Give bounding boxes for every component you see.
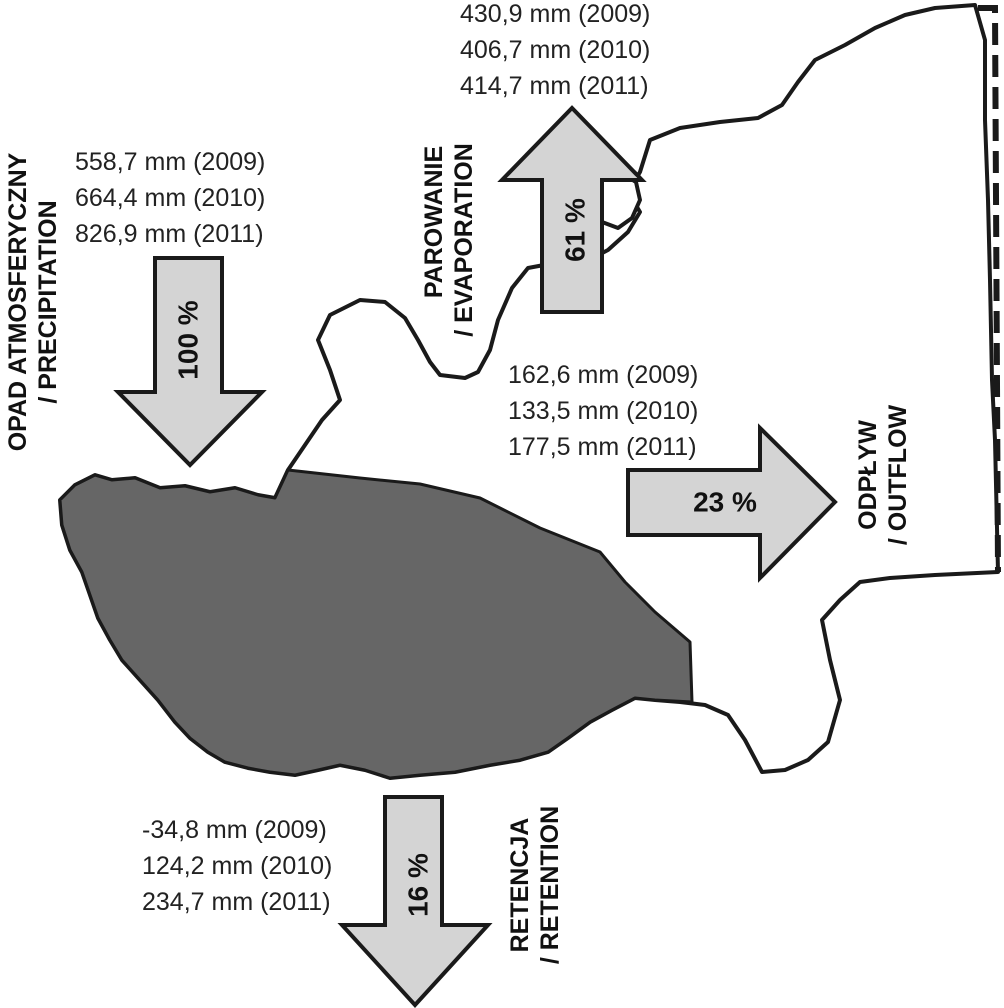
precipitation-value-2011: 826,9 mm (2011) [75,220,264,248]
outflow-boundary-dashed [978,5,1001,573]
outflow-arrow [626,423,838,583]
catchment-dark-area [58,468,694,780]
retention-arrow [337,795,493,1008]
precipitation-arrow [113,256,267,468]
evaporation-value-2010: 406,7 mm (2010) [460,36,650,64]
retention-label-line2: / RETENTION [536,806,564,964]
evaporation-arrow [497,105,647,314]
retention-value-2009: -34,8 mm (2009) [142,816,327,844]
evaporation-label-line1: PAROWANIE [420,146,448,298]
precipitation-value-2010: 664,4 mm (2010) [75,184,265,212]
evaporation-value-2011: 414,7 mm (2011) [460,72,649,100]
retention-value-2011: 234,7 mm (2011) [142,888,331,916]
outflow-value-2011: 177,5 mm (2011) [508,433,697,461]
outflow-value-2010: 133,5 mm (2010) [508,397,698,425]
retention-value-2010: 124,2 mm (2010) [142,852,332,880]
outflow-percent: 23 % [693,487,757,518]
precipitation-value-2009: 558,7 mm (2009) [75,148,265,176]
precipitation-label-line1: OPAD ATMOSFERYCZNY [4,152,32,451]
retention-label-line1: RETENCJA [506,818,534,953]
evaporation-percent: 61 % [560,198,591,262]
outflow-value-2009: 162,6 mm (2009) [508,361,698,389]
precipitation-label-line2: / PRECIPITATION [34,200,62,403]
outflow-label-line1: ODPŁYW [854,420,882,530]
evaporation-value-2009: 430,9 mm (2009) [460,0,650,28]
retention-percent: 16 % [403,853,434,917]
precipitation-percent: 100 % [173,300,204,379]
evaporation-label-line2: / EVAPORATION [450,143,478,337]
outflow-label-line2: / OUTFLOW [884,404,912,545]
